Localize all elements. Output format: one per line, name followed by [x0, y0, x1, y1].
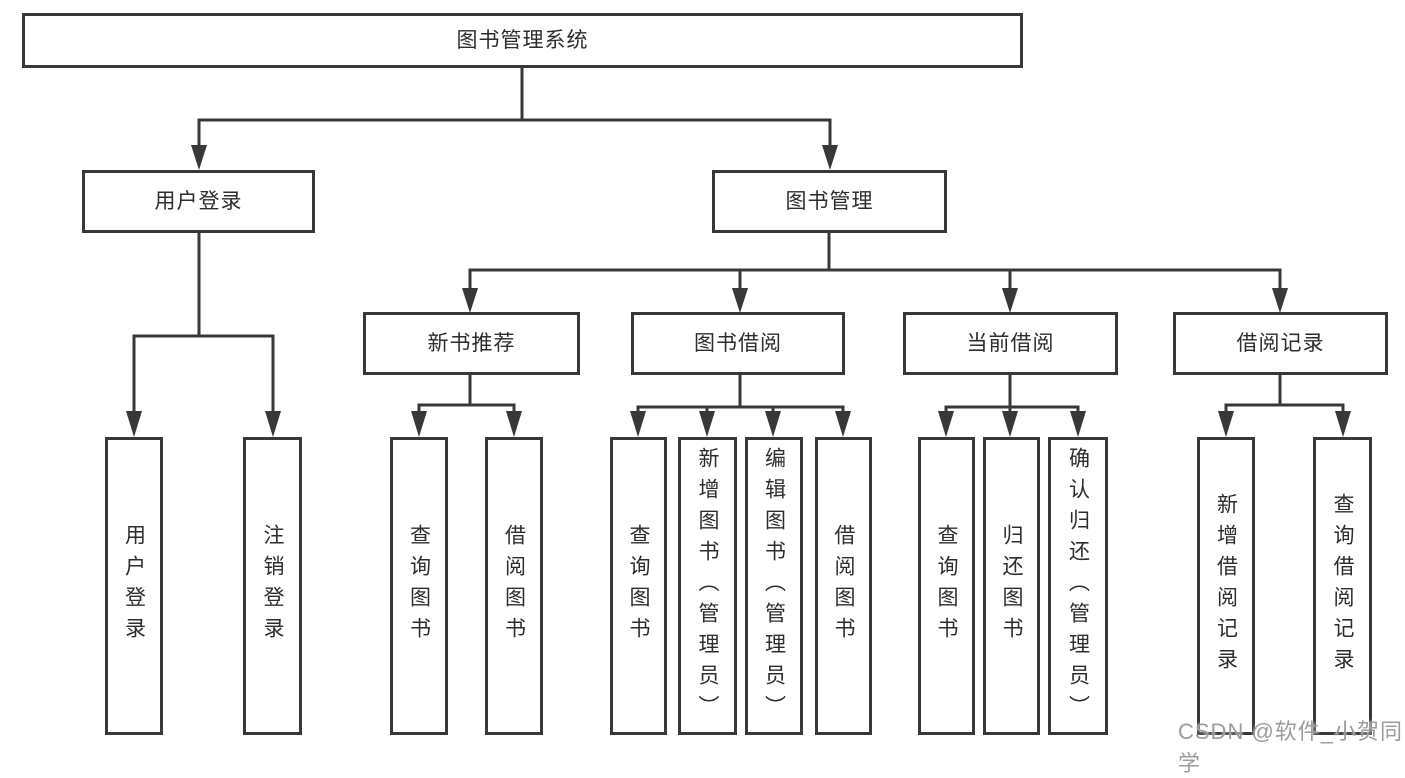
leaf-borrow-books-recommend: 借阅图书 — [485, 437, 543, 735]
leaf-return-book: 归还图书 — [983, 437, 1040, 735]
diagram-canvas: 图书管理系统 用户登录 图书管理 新书推荐 图书借阅 当前借阅 借阅记录 用户登… — [22, 13, 1402, 776]
connector-lines — [126, 68, 1351, 437]
node-borrow-records: 借阅记录 — [1173, 312, 1388, 375]
node-book-borrow: 图书借阅 — [631, 312, 845, 375]
csdn-watermark: CSDN @软件_小贺同学 — [1178, 719, 1404, 776]
node-current-borrow: 当前借阅 — [903, 312, 1118, 375]
leaf-logout: 注销登录 — [243, 437, 302, 735]
node-new-book-recommend: 新书推荐 — [363, 312, 580, 375]
node-user-login-branch: 用户登录 — [82, 170, 315, 233]
leaf-query-books-recommend: 查询图书 — [390, 437, 448, 735]
leaf-query-borrow-record: 查询借阅记录 — [1313, 437, 1372, 735]
leaf-query-books-current: 查询图书 — [918, 437, 975, 735]
node-book-management-branch: 图书管理 — [712, 170, 947, 233]
leaf-add-book-admin: 新增图书（管理员） — [678, 437, 737, 735]
leaf-add-borrow-record: 新增借阅记录 — [1197, 437, 1255, 735]
leaf-borrow-books: 借阅图书 — [815, 437, 872, 735]
leaf-edit-book-admin: 编辑图书（管理员） — [745, 437, 803, 735]
leaf-confirm-return-admin: 确认归还（管理员） — [1048, 437, 1108, 735]
node-library-management-system: 图书管理系统 — [22, 13, 1023, 68]
leaf-user-login: 用户登录 — [105, 437, 163, 735]
leaf-query-books-borrow: 查询图书 — [610, 437, 667, 735]
